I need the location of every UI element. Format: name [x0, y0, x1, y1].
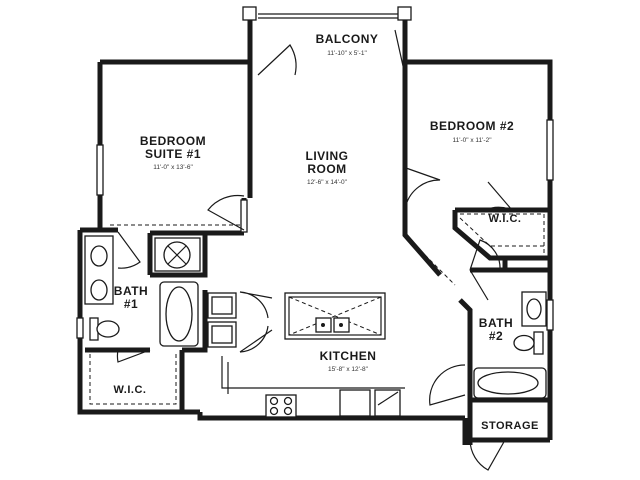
kitchen-label: KITCHEN — [320, 349, 377, 363]
range — [265, 394, 297, 418]
closet-sliding-line — [409, 239, 456, 286]
windows — [76, 119, 554, 339]
interior-walls — [85, 62, 548, 412]
bath1-label-line1: BATH — [114, 284, 148, 298]
washer-door — [211, 296, 233, 315]
bath1-sink-1 — [90, 245, 108, 267]
door-balcony — [257, 44, 297, 76]
window-bedroom2 — [546, 119, 554, 181]
door-storage — [469, 439, 506, 471]
burner-2 — [283, 396, 293, 406]
kitchen-island-top — [288, 296, 382, 336]
bath2-label-line1: BATH — [479, 316, 513, 330]
storage-label: STORAGE — [481, 420, 539, 432]
door-bath2 — [469, 239, 501, 271]
living-label-line2: ROOM — [307, 162, 346, 176]
pantry-cabinet — [374, 389, 401, 417]
window-bath2 — [546, 299, 554, 331]
pantry-cabinet-line — [377, 391, 399, 406]
window-closet — [240, 199, 248, 233]
bedroom2-label: BEDROOM #2 — [430, 119, 514, 133]
dryer-door — [211, 325, 233, 344]
living-label-line1: LIVING — [305, 149, 348, 163]
balcony-posts — [242, 6, 412, 21]
kitchen-dims: 15'-8" x 12'-8" — [328, 366, 369, 373]
door-wic2 — [484, 181, 513, 211]
balcony-post-left — [242, 6, 257, 21]
wic2-shelving — [459, 213, 545, 254]
door-entry — [429, 364, 466, 406]
drain-left — [321, 323, 325, 327]
bedroom1-label-line2: SUITE #1 — [145, 147, 201, 161]
shower-drain-x — [167, 245, 187, 265]
bath1-sink-2 — [90, 279, 108, 301]
kitchen-island-hatch — [288, 296, 382, 336]
bath2-tub-basin — [477, 371, 539, 395]
doors — [116, 29, 513, 471]
bedroom1-label-line1: BEDROOM — [140, 134, 206, 148]
window-bedroom1 — [96, 144, 104, 196]
window-bath1 — [76, 317, 84, 339]
bath2-toilet-tank — [533, 331, 544, 355]
door-bedroom1 — [207, 194, 245, 231]
balcony-post-right — [397, 6, 412, 21]
room-labels: BALCONY 11'-10" x 5'-1" BEDROOM SUITE #1… — [114, 32, 539, 432]
door-pantry — [239, 291, 273, 353]
fixtures — [84, 213, 547, 418]
burner-1 — [269, 396, 279, 406]
bedroom2-dims: 11'-0" x 11'-2" — [452, 137, 492, 144]
drain-right — [339, 323, 343, 327]
bath1-toilet-bowl — [96, 320, 120, 338]
refrigerator — [339, 389, 371, 417]
door-wic1 — [116, 349, 151, 363]
burner-3 — [269, 406, 279, 416]
balcony-dims: 11'-10" x 5'-1" — [327, 50, 367, 57]
bath1-label-line2: #1 — [124, 297, 138, 311]
wic1-label: W.I.C. — [114, 384, 147, 396]
bath1-tub-basin — [165, 286, 193, 342]
living-dims: 12'-6" x 14'-0" — [307, 179, 348, 186]
door-balcony-right — [394, 29, 406, 76]
wic1-shelving — [89, 354, 177, 405]
wic2-label: W.I.C. — [489, 213, 522, 225]
bath2-sink — [526, 298, 542, 320]
door-bath2-leaf — [469, 269, 489, 301]
balcony-label: BALCONY — [316, 32, 379, 46]
door-bath1 — [117, 231, 141, 269]
exterior-walls — [77, 13, 553, 445]
bath2-toilet-bowl — [513, 334, 535, 352]
bedroom1-dims: 11'-0" x 13'-6" — [153, 164, 193, 171]
kitchen-counter-edge — [221, 356, 405, 389]
door-bedroom2 — [405, 167, 441, 206]
bath2-label-line2: #2 — [489, 329, 503, 343]
burner-4 — [283, 406, 293, 416]
